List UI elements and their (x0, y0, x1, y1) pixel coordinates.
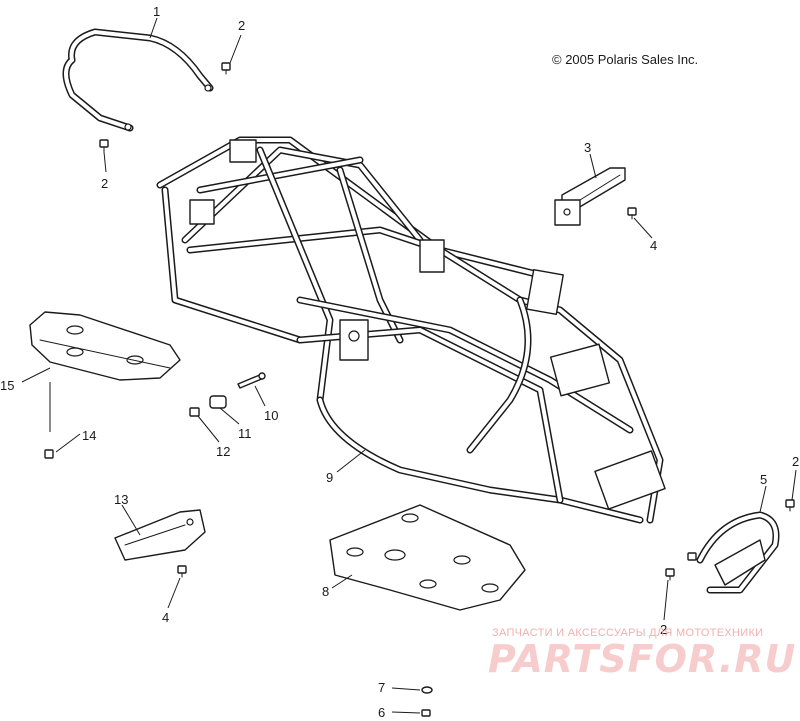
callout-1: 1 (153, 4, 160, 19)
part-3-footrest-bracket (554, 167, 626, 226)
callout-2: 2 (792, 454, 799, 469)
part-12-nut (189, 407, 200, 417)
copyright-text: © 2005 Polaris Sales Inc. (552, 52, 698, 67)
callout-12: 12 (216, 444, 230, 459)
callout-10: 10 (264, 408, 278, 423)
leader-lines (21, 17, 797, 714)
part-11-bushing (209, 395, 227, 409)
callout-6: 6 (378, 705, 385, 720)
watermark-tagline: ЗАПЧАСТИ И АКСЕССУАРЫ ДЛЯ МОТОТЕХНИКИ (492, 627, 763, 639)
callout-14: 14 (82, 428, 96, 443)
part-1-rack-bar (62, 28, 214, 132)
part-13-footrest-bracket-left (114, 509, 206, 561)
callout-3: 3 (584, 140, 591, 155)
callout-2: 2 (101, 176, 108, 191)
part-5-front-bumper (687, 511, 780, 594)
callout-4: 4 (650, 238, 657, 253)
part-9-main-frame (156, 136, 666, 524)
part-14-nut (44, 449, 54, 459)
callout-labels: 1 2 2 3 4 15 14 10 11 12 9 13 4 8 5 2 2 … (0, 4, 799, 720)
callout-15: 15 (0, 378, 14, 393)
part-7-washer (421, 686, 433, 694)
callout-2: 2 (238, 18, 245, 33)
watermark: ЗАПЧАСТИ И АКСЕССУАРЫ ДЛЯ МОТОТЕХНИКИ PA… (488, 627, 796, 681)
callout-8: 8 (322, 584, 329, 599)
callout-5: 5 (760, 472, 767, 487)
callout-4: 4 (162, 610, 169, 625)
watermark-brand: PARTSFOR.RU (488, 637, 796, 681)
part-10-bolt (237, 372, 266, 389)
callout-9: 9 (326, 470, 333, 485)
part-4-bolt-left (177, 565, 187, 578)
callout-7: 7 (378, 680, 385, 695)
callout-2: 2 (660, 622, 667, 637)
part-8-skid-plate (329, 504, 526, 611)
callout-11: 11 (238, 426, 252, 441)
part-2-bolt-lower (665, 568, 675, 581)
part-2-bolt-left (99, 139, 109, 153)
part-2-bolt-top (221, 62, 231, 75)
part-6-screw (421, 709, 431, 717)
part-15-side-guard (29, 311, 181, 381)
part-4-bolt-right (627, 207, 637, 220)
callout-13: 13 (114, 492, 128, 507)
part-2-bolt-right (785, 499, 795, 512)
